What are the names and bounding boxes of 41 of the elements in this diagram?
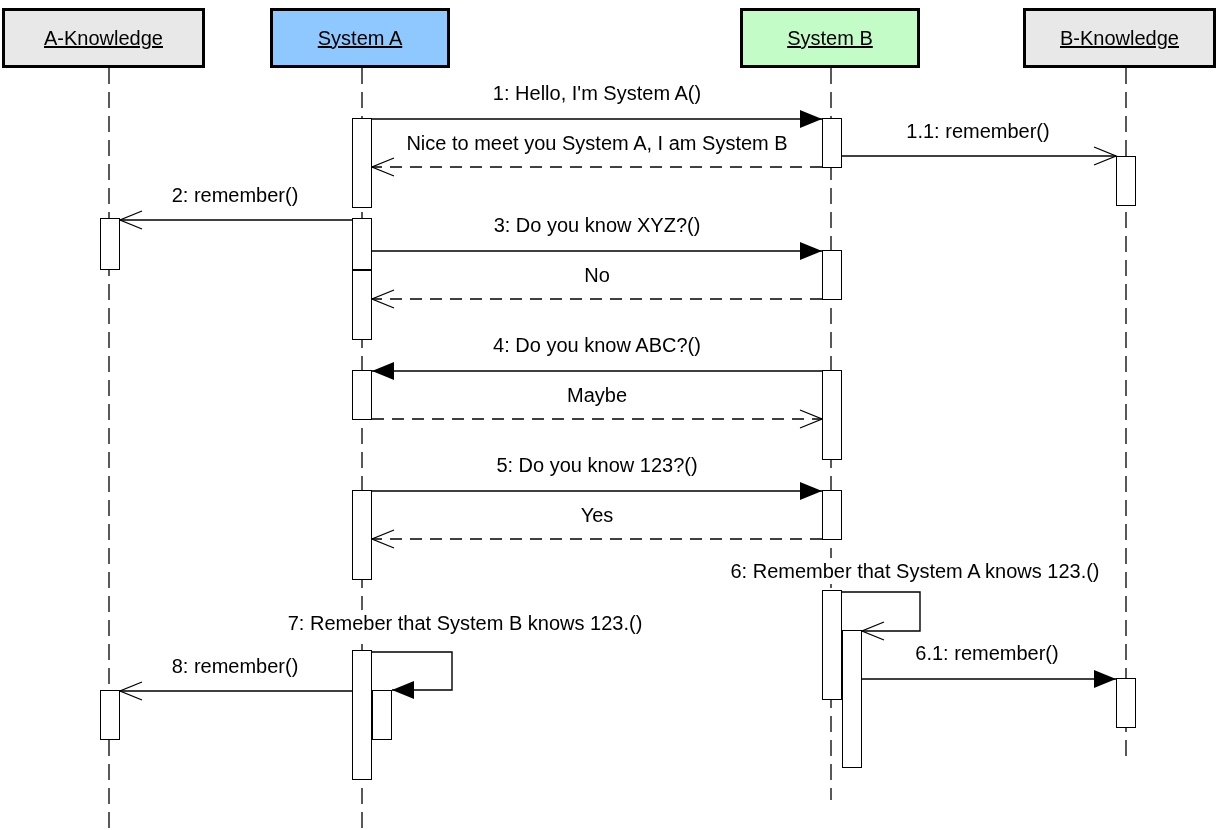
- activation-bar: [822, 490, 842, 540]
- return-arrow: [371, 289, 823, 309]
- activation-bar: [352, 218, 372, 270]
- participant-box: [1023, 8, 1216, 68]
- activation-bar: [352, 650, 372, 780]
- return-arrow: [371, 409, 823, 429]
- activation-bar: [372, 690, 392, 740]
- participant-box: [2, 8, 205, 68]
- activation-bar: [1116, 678, 1136, 728]
- activation-bar: [822, 370, 842, 460]
- message-arrow: [371, 651, 453, 699]
- activation-bar: [822, 590, 842, 700]
- activation-bar: [352, 490, 372, 580]
- message-label: 6: Remember that System A knows 123.(): [728, 558, 1102, 584]
- message-arrow: [371, 362, 823, 380]
- activation-bar: [822, 250, 842, 300]
- message-arrow: [861, 670, 1117, 688]
- participant-name: A-Knowledge: [44, 26, 163, 51]
- activation-bar: [842, 630, 862, 768]
- message-arrow: [371, 482, 823, 500]
- participant-box: [740, 8, 920, 68]
- activation-bar: [352, 118, 372, 208]
- message-arrow: [841, 146, 1117, 166]
- activation-bar: [100, 218, 120, 270]
- participant-name: B-Knowledge: [1060, 26, 1179, 51]
- activation-bar: [100, 690, 120, 740]
- return-arrow: [371, 529, 823, 549]
- activation-bar: [1116, 156, 1136, 206]
- activation-bar: [822, 118, 842, 168]
- message-arrow: [371, 242, 823, 260]
- message-arrow: [119, 681, 353, 701]
- message-arrow: [119, 210, 353, 230]
- activation-bar: [352, 370, 372, 420]
- message-arrow: [841, 591, 921, 641]
- participant-box: [270, 8, 450, 68]
- message-arrow: [371, 110, 823, 128]
- message-label: 7: Remeber that System B knows 123.(): [285, 610, 645, 636]
- participant-name: System B: [787, 26, 873, 51]
- activation-bar: [352, 270, 372, 340]
- return-arrow: [371, 157, 823, 177]
- participant-name: System A: [317, 26, 403, 51]
